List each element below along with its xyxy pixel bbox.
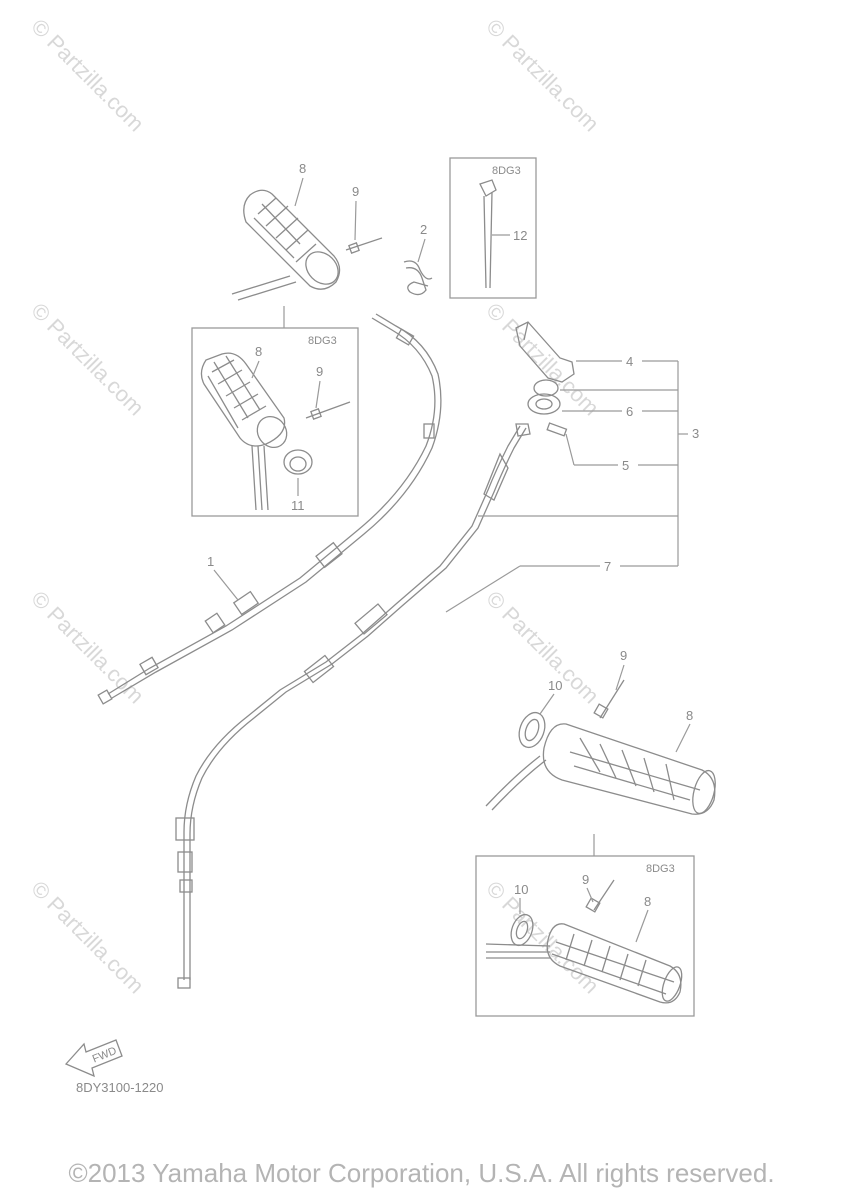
watermark: © Partzilla.com [26, 298, 149, 421]
callout-4: 4 [626, 354, 633, 369]
watermark: © Partzilla.com [26, 14, 149, 137]
callout-5: 5 [622, 458, 629, 473]
callout-9: 9 [620, 648, 627, 663]
grip-box-middle [200, 352, 351, 511]
callout-8: 8 [644, 894, 651, 909]
variant-box-middle-left [191, 327, 359, 517]
grip-box-bottom [485, 879, 683, 1004]
watermark: © Partzilla.com [26, 586, 149, 709]
callout-8: 8 [686, 708, 693, 723]
watermark: © Partzilla.com [26, 876, 149, 999]
key-part-5 [546, 422, 568, 437]
cable-part-7 [175, 423, 531, 989]
variant-box-top-right [449, 157, 537, 299]
grip-top-left [231, 189, 383, 301]
cable-part-1 [97, 313, 442, 705]
watermark: © Partzilla.com [481, 298, 604, 421]
callout-2: 2 [420, 222, 427, 237]
variant-label: 8DG3 [646, 863, 675, 875]
throttle-lever-part-4 [515, 321, 575, 383]
switch-part-12 [479, 179, 497, 289]
callout-12: 12 [513, 228, 527, 243]
callout-11: 11 [291, 498, 305, 513]
callout-9: 9 [352, 184, 359, 199]
washer-part-6 [527, 379, 561, 415]
variant-label: 8DG3 [308, 335, 337, 347]
clip-part-2 [403, 260, 433, 296]
callout-1: 1 [207, 554, 214, 569]
watermark: © Partzilla.com [481, 876, 604, 999]
callout-10: 10 [548, 678, 562, 693]
callout-8: 8 [299, 161, 306, 176]
callout-6: 6 [626, 404, 633, 419]
fwd-arrow-icon: FWD [64, 1039, 123, 1078]
callout-9: 9 [582, 872, 589, 887]
callout-7: 7 [604, 559, 611, 574]
callout-8: 8 [255, 344, 262, 359]
variant-box-bottom-right [475, 855, 695, 1017]
diagram-code: 8DY3100-1220 [76, 1080, 163, 1095]
callout-10: 10 [514, 882, 528, 897]
callout-9: 9 [316, 364, 323, 379]
watermark: © Partzilla.com [481, 14, 604, 137]
copyright-notice: ©2013 Yamaha Motor Corporation, U.S.A. A… [68, 1158, 775, 1188]
callout-3: 3 [692, 426, 699, 441]
watermark: © Partzilla.com [481, 586, 604, 709]
variant-label: 8DG3 [492, 165, 521, 177]
grip-middle-right [485, 679, 716, 815]
watermarks: © Partzilla.com © Partzilla.com © Partzi… [26, 14, 604, 999]
